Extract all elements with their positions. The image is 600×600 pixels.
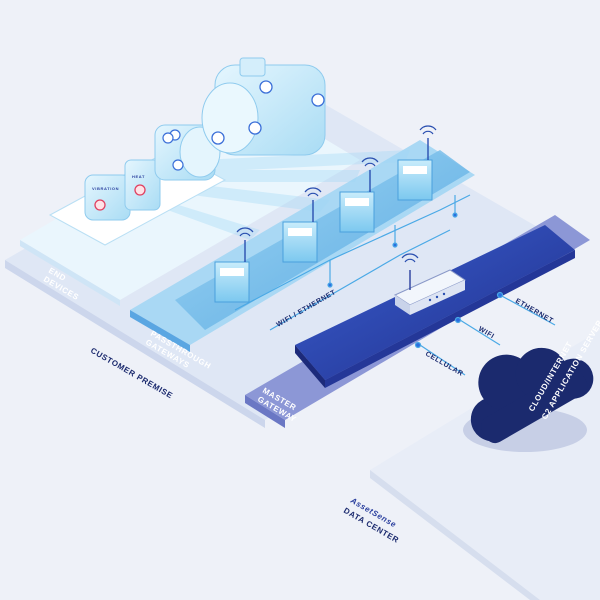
- cloud-icon: [463, 347, 594, 452]
- pump-machine: VIBRATION HEAT: [84, 159, 161, 221]
- industrial-machinery: VIBRATION HEAT: [48, 57, 326, 246]
- label-wifi: WIFI: [477, 326, 495, 341]
- label-ethernet: ETHERNET: [514, 298, 554, 325]
- label-cellular: CELLULAR: [424, 351, 464, 378]
- svg-text:VIBRATION: VIBRATION: [92, 186, 119, 191]
- connection-lines: [234, 194, 556, 376]
- large-motor: [162, 57, 326, 156]
- signal-icons: [236, 125, 437, 263]
- gateway-device-3: [339, 170, 375, 233]
- gateway-device-2: [282, 200, 318, 263]
- passthrough-gateway-devices: [214, 138, 433, 303]
- master-router: [393, 269, 467, 315]
- gateway-device-4: [397, 138, 433, 201]
- svg-text:HEAT: HEAT: [132, 174, 145, 179]
- gateway-device-1: [214, 240, 250, 303]
